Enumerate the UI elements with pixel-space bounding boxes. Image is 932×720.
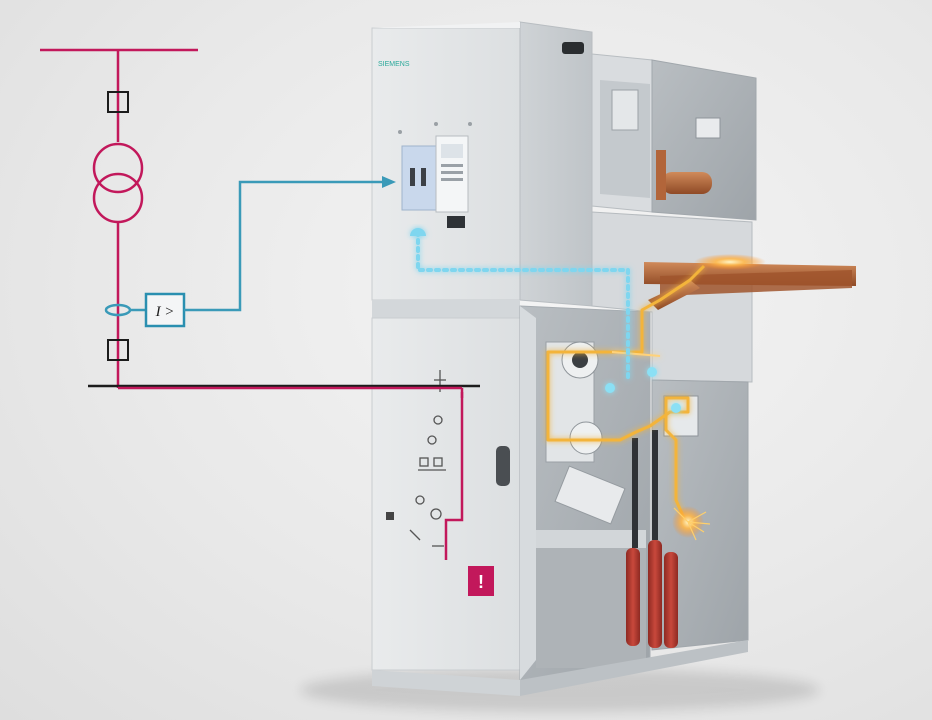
relay-symbol: I >	[155, 304, 175, 320]
cabinet-plinth	[372, 670, 520, 696]
signal-node	[605, 383, 615, 393]
compartment-frame	[520, 306, 536, 680]
lv-compartment-top	[372, 22, 520, 28]
relay-indicator-panel	[401, 145, 437, 211]
protection-relay-device	[401, 135, 469, 228]
fault-path-segment	[611, 351, 661, 357]
relay-port	[447, 216, 465, 228]
relay-led-bar	[421, 168, 426, 186]
cable	[664, 552, 678, 648]
signal-node	[671, 403, 681, 413]
fault-current-path	[546, 264, 706, 519]
relay-led-bar	[410, 168, 415, 186]
double-circle-transformer-icon	[92, 172, 144, 224]
door-handle	[496, 446, 510, 486]
single-line-diagram: I >	[40, 48, 480, 398]
lv-compartment-side	[519, 21, 593, 307]
signal-dotted-line	[416, 230, 630, 384]
signal-node	[647, 367, 657, 377]
double-circle-transformer-icon	[92, 142, 144, 194]
cabinet-divider	[372, 300, 520, 318]
door-lock	[386, 512, 394, 520]
hv-compartment-door	[371, 317, 521, 671]
insulator	[611, 89, 639, 131]
busbar-compartment-interior	[651, 59, 757, 221]
relay-box	[144, 292, 186, 328]
exclamation-icon: !	[478, 572, 484, 592]
warning-badge-bg	[468, 566, 494, 596]
breaker-mechanism	[554, 465, 626, 525]
square-breaker-icon	[107, 91, 129, 113]
door-mimic-line	[444, 392, 464, 560]
arrow-right-icon	[382, 176, 396, 188]
arc-spark-rays	[673, 507, 711, 541]
door-handle-slot	[562, 42, 584, 54]
breaker-contact	[572, 352, 588, 368]
cable	[648, 540, 662, 648]
power-cables	[626, 430, 678, 648]
relay-keypad-row	[441, 178, 463, 181]
busbar-glow	[694, 254, 766, 270]
busbar	[660, 270, 852, 296]
switchgear-cabinet: SIEMENS	[371, 21, 856, 696]
brand-label: SIEMENS	[378, 61, 410, 68]
relay-signal-line	[184, 180, 382, 312]
square-breaker-icon	[107, 339, 129, 361]
signal-receiver-icon	[410, 228, 426, 236]
cable-support	[632, 438, 638, 548]
busbar-clamp	[695, 117, 721, 139]
compartment-shelf	[536, 530, 646, 548]
trip-signal-path	[410, 228, 681, 413]
cable-support	[652, 430, 658, 540]
cabinet-plinth-side	[520, 640, 748, 696]
relay-lcd	[441, 144, 463, 158]
relay-keypad-row	[441, 171, 463, 174]
relay-keypad-row	[441, 164, 463, 167]
warning-badge: !	[468, 566, 494, 596]
main-busbars	[644, 262, 856, 310]
overcurrent-relay: I >	[144, 292, 186, 328]
breaker-pole-bottom	[569, 421, 603, 455]
cable	[626, 548, 640, 646]
busbar-drop	[648, 280, 700, 310]
fault-path-line	[546, 264, 706, 519]
copper-link	[656, 150, 666, 200]
bushing	[662, 172, 712, 194]
current-transformer-block	[663, 395, 699, 437]
